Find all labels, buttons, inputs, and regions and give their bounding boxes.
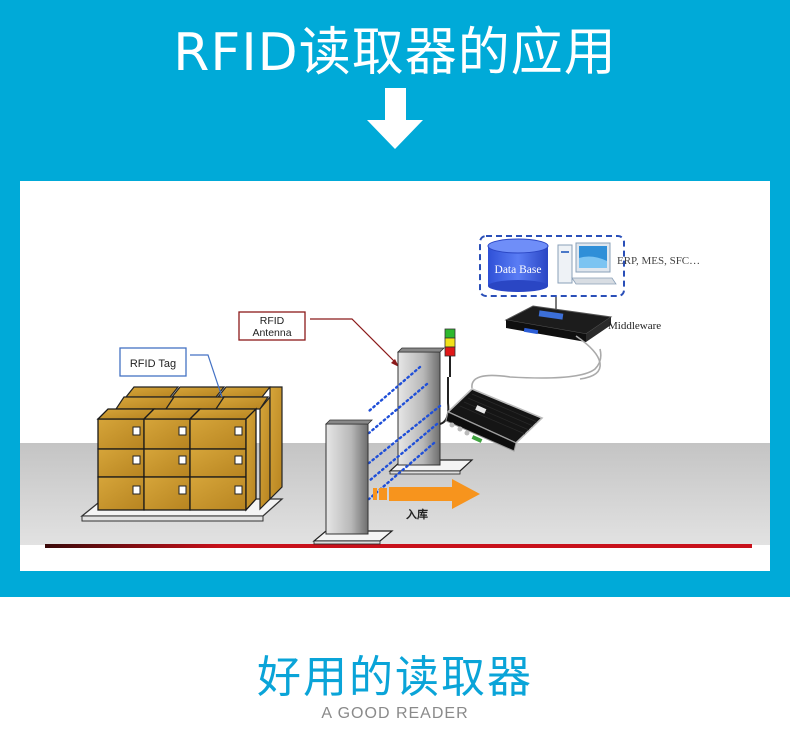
rfid-tag-label: RFID Tag: [130, 358, 176, 370]
systems-label: ERP, MES, SFC…: [617, 255, 700, 267]
antenna-label-line1: RFID: [260, 315, 285, 327]
antenna-label-line2: Antenna: [252, 327, 291, 339]
rfid-reader-device: [445, 348, 602, 452]
section-subtitle: A GOOD READER: [321, 705, 469, 722]
enterprise-systems-group: Data Base ERP, MES, SFC…: [479, 235, 700, 297]
antenna-pillar-back: [388, 347, 474, 475]
section-title: 好用的读取器: [257, 652, 533, 703]
page-title: RFID读取器的应用: [173, 23, 617, 83]
antenna-pillar-front: [312, 419, 394, 545]
arrow-down-icon: [367, 88, 423, 149]
rfid-antenna-callout: RFID Antenna: [238, 311, 399, 367]
pallet-boxes: [80, 386, 284, 522]
direction-label: 入库: [406, 507, 428, 521]
middleware-label: Middleware: [608, 320, 661, 332]
rfid-tag-callout: RFID Tag: [119, 347, 223, 398]
computer-icon: [557, 242, 617, 285]
floor-line: [45, 544, 752, 548]
database-label: Data Base: [495, 264, 542, 276]
signal-light-tower: [444, 328, 456, 377]
middleware-device: Middleware: [504, 291, 661, 380]
database-icon: Data Base: [487, 238, 549, 292]
rfid-application-diagram: RFID Tag RFID Antenna: [20, 181, 770, 571]
inbound-arrow: 入库: [373, 479, 480, 521]
